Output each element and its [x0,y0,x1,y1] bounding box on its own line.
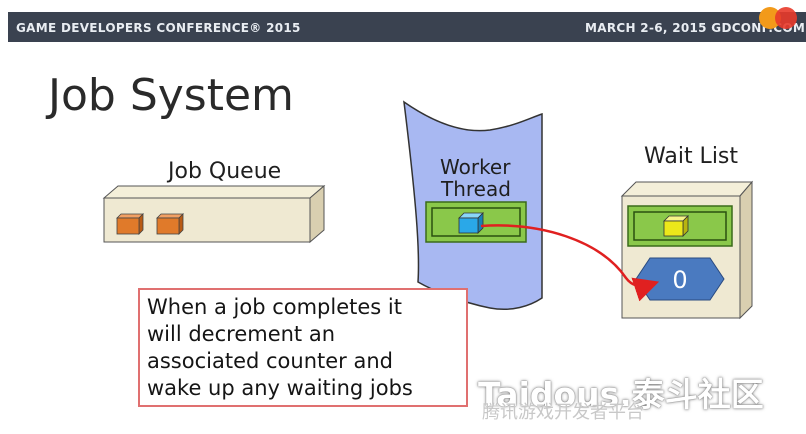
worker-thread-label-line1: Worker [440,155,511,179]
note-line-1: When a job completes it [147,295,402,319]
conference-title: GAME DEVELOPERS CONFERENCE® 2015 [16,21,301,35]
wait-list-label: Wait List [644,144,739,169]
job-queue-label: Job Queue [168,159,282,184]
slide-title: Job System [48,70,294,121]
queued-job-2 [156,213,184,235]
note-line-4: wake up any waiting jobs [147,376,413,400]
watermark-sub: 腾讯游戏开发者平台 [482,402,644,423]
decrement-arrow [480,224,660,302]
note-line-2: will decrement an [147,322,336,346]
running-job [458,212,484,234]
note-line-3: associated counter and [147,349,393,373]
header-strip [8,12,806,42]
watermark: Taidous.泰斗社区 [478,375,764,414]
note-box: When a job completes it will decrement a… [138,288,468,407]
conference-date: MARCH 2-6, 2015 GDCONF.COM [585,21,806,35]
note-text: When a job completes it will decrement a… [147,294,465,402]
worker-thread-label-line2: Thread [441,177,511,201]
queued-job-1 [116,213,144,235]
waiting-job [663,215,689,237]
counter-value: 0 [672,266,687,294]
